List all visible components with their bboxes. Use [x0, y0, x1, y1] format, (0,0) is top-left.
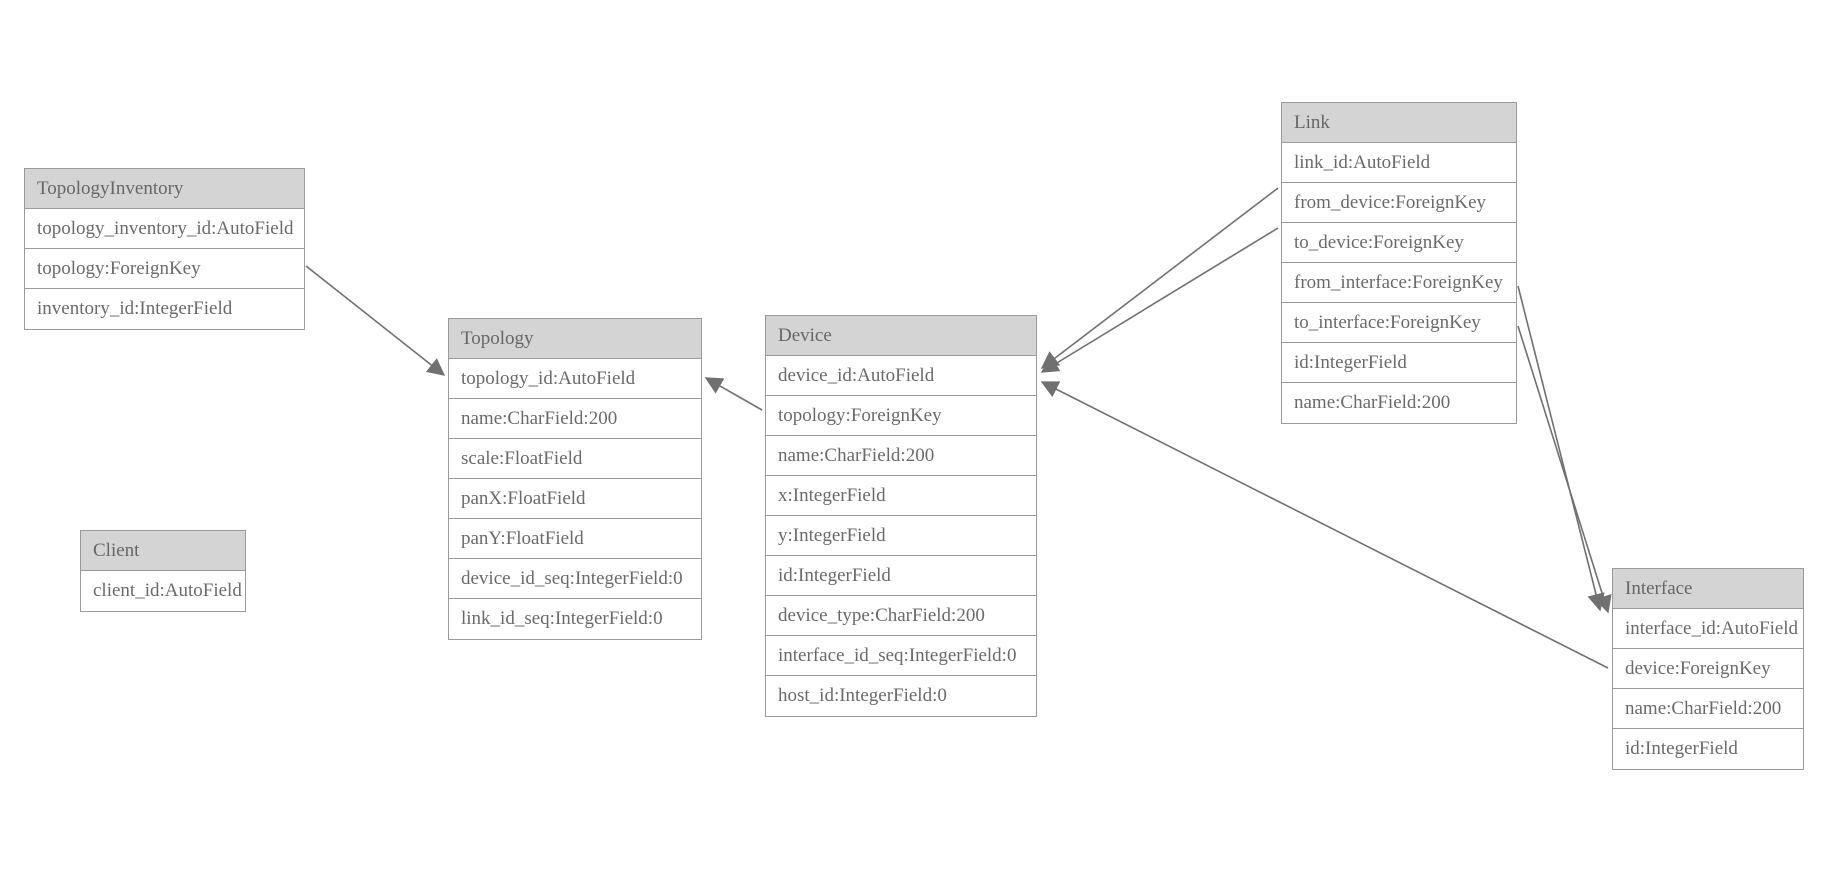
- edge-link-to-device: [1040, 227, 1279, 373]
- attribute-row: to_device:ForeignKey: [1282, 223, 1516, 263]
- attribute-row: topology:ForeignKey: [25, 249, 304, 289]
- attribute-list-client: client_id:AutoField: [81, 571, 245, 611]
- edge-interface-device: [1040, 381, 1609, 669]
- attribute-list-topology: topology_id:AutoField name:CharField:200…: [449, 359, 701, 639]
- edge-link-to-interface: [1517, 325, 1612, 614]
- edge-topologyinventory-topology: [305, 265, 446, 376]
- attribute-row: id:IntegerField: [1282, 343, 1516, 383]
- attribute-row: topology:ForeignKey: [766, 396, 1036, 436]
- attribute-row: id:IntegerField: [766, 556, 1036, 596]
- entity-title-client: Client: [81, 531, 245, 571]
- attribute-row: device_id:AutoField: [766, 356, 1036, 396]
- attribute-row: scale:FloatField: [449, 439, 701, 479]
- attribute-row: x:IntegerField: [766, 476, 1036, 516]
- entity-device[interactable]: Device device_id:AutoField topology:Fore…: [765, 315, 1037, 717]
- attribute-row: from_device:ForeignKey: [1282, 183, 1516, 223]
- attribute-row: interface_id:AutoField: [1613, 609, 1803, 649]
- entity-topology[interactable]: Topology topology_id:AutoField name:Char…: [448, 318, 702, 640]
- attribute-row: device:ForeignKey: [1613, 649, 1803, 689]
- edge-link-from-device: [1040, 187, 1279, 369]
- entity-title-interface: Interface: [1613, 569, 1803, 609]
- attribute-row: device_id_seq:IntegerField:0: [449, 559, 701, 599]
- entity-title-device: Device: [766, 316, 1036, 356]
- attribute-row: to_interface:ForeignKey: [1282, 303, 1516, 343]
- attribute-row: name:CharField:200: [1613, 689, 1803, 729]
- attribute-row: topology_id:AutoField: [449, 359, 701, 399]
- attribute-row: id:IntegerField: [1625, 738, 1738, 759]
- attribute-list-interface: interface_id:AutoField device:ForeignKey…: [1613, 609, 1803, 769]
- attribute-row: panX:FloatField: [449, 479, 701, 519]
- entity-client[interactable]: Client client_id:AutoField: [80, 530, 246, 612]
- attribute-row: panY:FloatField: [449, 519, 701, 559]
- attribute-row: host_id:IntegerField:0: [778, 685, 947, 706]
- edge-device-topology: [704, 377, 763, 411]
- entity-title-topology-inventory: TopologyInventory: [25, 169, 304, 209]
- attribute-row: link_id:AutoField: [1282, 143, 1516, 183]
- attribute-row: name:CharField:200: [766, 436, 1036, 476]
- attribute-row: link_id_seq:IntegerField:0: [461, 608, 663, 629]
- entity-topology-inventory[interactable]: TopologyInventory topology_inventory_id:…: [24, 168, 305, 330]
- edge-link-from-interface: [1517, 285, 1605, 612]
- entity-link[interactable]: Link link_id:AutoField from_device:Forei…: [1281, 102, 1517, 424]
- attribute-row: topology_inventory_id:AutoField: [25, 209, 304, 249]
- attribute-row: y:IntegerField: [766, 516, 1036, 556]
- attribute-row: inventory_id:IntegerField: [37, 298, 233, 319]
- attribute-row: client_id:AutoField: [93, 580, 242, 601]
- attribute-row: name:CharField:200: [449, 399, 701, 439]
- attribute-row: from_interface:ForeignKey: [1282, 263, 1516, 303]
- entity-title-topology: Topology: [449, 319, 701, 359]
- attribute-list-device: device_id:AutoField topology:ForeignKey …: [766, 356, 1036, 716]
- entity-title-link: Link: [1282, 103, 1516, 143]
- attribute-row: name:CharField:200: [1294, 392, 1451, 413]
- attribute-list-topology-inventory: topology_inventory_id:AutoField topology…: [25, 209, 304, 329]
- attribute-row: interface_id_seq:IntegerField:0: [766, 636, 1036, 676]
- attribute-row: device_type:CharField:200: [766, 596, 1036, 636]
- attribute-list-link: link_id:AutoField from_device:ForeignKey…: [1282, 143, 1516, 423]
- entity-interface[interactable]: Interface interface_id:AutoField device:…: [1612, 568, 1804, 770]
